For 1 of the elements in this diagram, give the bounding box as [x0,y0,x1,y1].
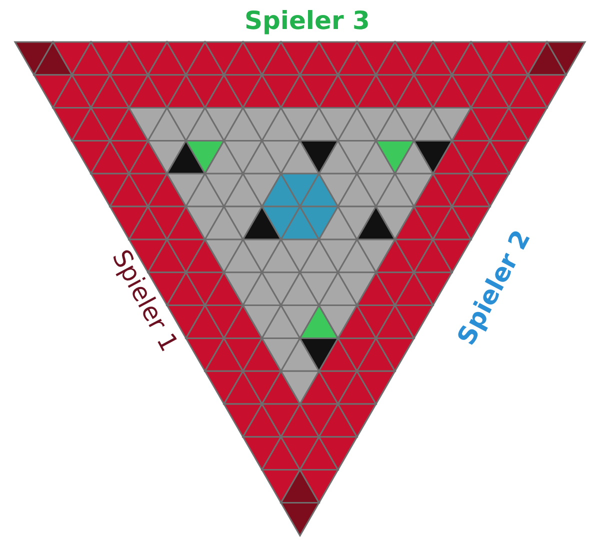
player-label: Spieler 3 [244,6,370,34]
